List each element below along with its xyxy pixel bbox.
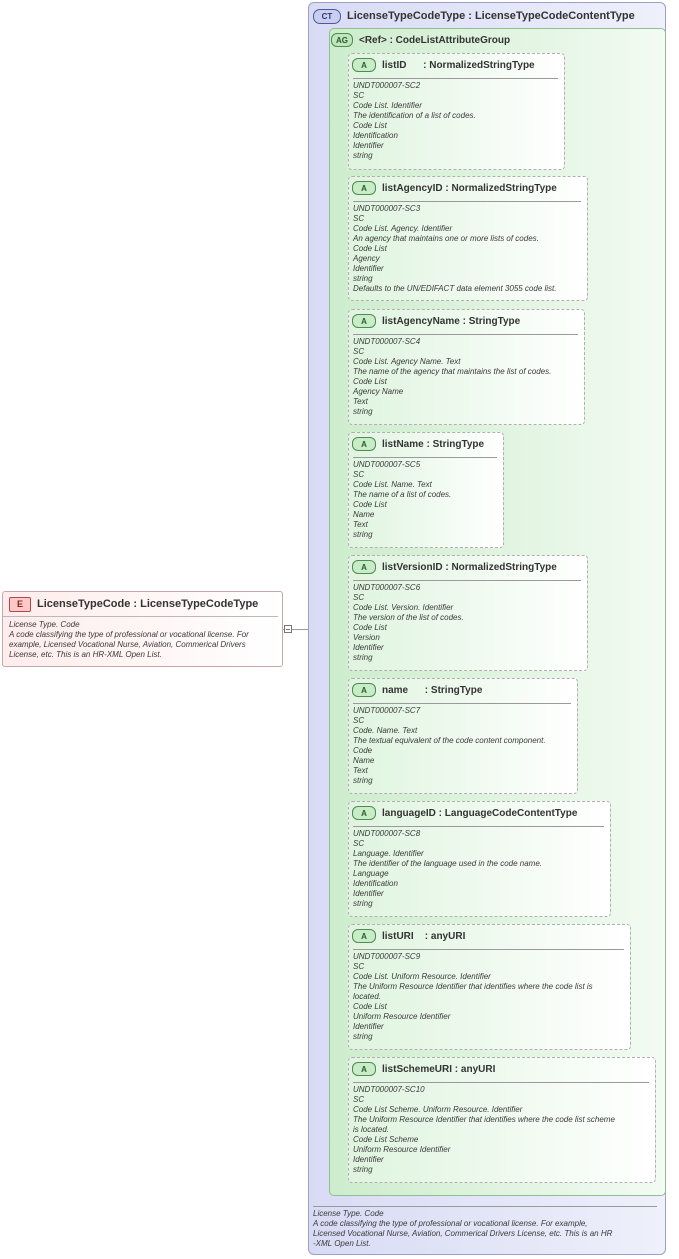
attribute-badge-icon: A (352, 806, 376, 820)
attribute-badge-icon: A (352, 560, 376, 574)
element-license-type-code[interactable]: E LicenseTypeCode : LicenseTypeCodeType … (2, 591, 283, 667)
attribute-badge-icon: A (352, 58, 376, 72)
attribute-badge-icon: A (352, 314, 376, 328)
attribute-group-badge-icon: AG (331, 33, 353, 47)
attribute-title: listName : StringType (382, 438, 485, 450)
element-connector (283, 629, 308, 630)
attribute-group-title: <Ref> : CodeListAttributeGroup (359, 34, 511, 46)
attribute-group-header: AG <Ref> : CodeListAttributeGroup (331, 32, 510, 48)
attribute-title: listID : NormalizedStringType (382, 59, 535, 71)
attribute-title: languageID : LanguageCodeContentType (382, 807, 578, 819)
sequence-marker (284, 625, 292, 633)
complex-type-title: LicenseTypeCodeType : LicenseTypeCodeCon… (347, 10, 635, 22)
attribute-title: listSchemeURI : anyURI (382, 1063, 496, 1075)
attribute-badge-icon: A (352, 181, 376, 195)
attribute-title: listVersionID : NormalizedStringType (382, 561, 557, 573)
complex-type-header: CT LicenseTypeCodeType : LicenseTypeCode… (313, 7, 661, 25)
element-badge-icon: E (9, 596, 31, 612)
attribute-badge-icon: A (352, 683, 376, 697)
attribute-badge-icon: A (352, 929, 376, 943)
attribute-title: listAgencyName : StringType (382, 315, 521, 327)
attribute-badge-icon: A (352, 437, 376, 451)
element-doc: License Type. Code A code classifying th… (9, 620, 249, 659)
complex-type-badge-icon: CT (313, 8, 341, 24)
complex-type-doc: License Type. Code A code classifying th… (313, 1206, 657, 1249)
element-header: E LicenseTypeCode : LicenseTypeCodeType (3, 592, 278, 617)
element-title: LicenseTypeCode : LicenseTypeCodeType (37, 598, 259, 610)
attribute-badge-icon: A (352, 1062, 376, 1076)
attribute-title: listAgencyID : NormalizedStringType (382, 182, 557, 194)
attribute-title: name : StringType (382, 684, 483, 696)
attribute-title: listURI : anyURI (382, 930, 466, 942)
